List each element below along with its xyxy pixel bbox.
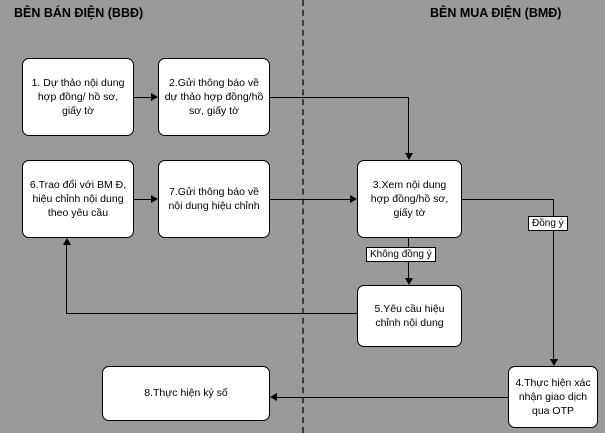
- edge-7-to-3-arrowhead: [350, 195, 357, 203]
- node-1-draft-content[interactable]: 1. Dự thảo nội dung hợp đồng/ hồ sơ, giấ…: [22, 58, 134, 136]
- lane-divider: [302, 0, 304, 433]
- edge-2-to-3-vertical: [408, 97, 409, 153]
- edge-label-disagree: Không đồng ý: [366, 247, 436, 262]
- node-5-request-adjust[interactable]: 5.Yêu cầu hiệu chỉnh nội dung: [357, 285, 462, 347]
- node-6-exchange-adjust[interactable]: 6.Trao đổi với BM Đ, hiệu chỉnh nội dung…: [22, 160, 134, 238]
- node-2-send-notice-draft[interactable]: 2.Gửi thông báo về dự thảo hợp đồng/hồ s…: [158, 58, 270, 136]
- edge-2-to-3-horizontal: [270, 97, 408, 98]
- edge-3-to-4-vertical: [553, 199, 554, 359]
- edge-label-agree: Đồng ý: [528, 216, 568, 231]
- edge-3-to-4-horizontal: [462, 199, 553, 200]
- node-4-confirm-otp[interactable]: 4.Thực hiện xác nhận giao dịch qua OTP: [508, 366, 598, 428]
- edge-5-to-6-horizontal: [66, 313, 357, 314]
- edge-4-to-8: [277, 397, 508, 398]
- edge-2-to-3-arrowhead: [405, 153, 413, 160]
- edge-1-to-2-arrowhead: [151, 93, 158, 101]
- node-8-digital-signature[interactable]: 8.Thực hiện ký số: [102, 366, 270, 421]
- edge-3-to-5-arrowhead: [405, 278, 413, 285]
- node-7-send-notice-adjusted[interactable]: 7.Gửi thông báo về nội dung hiệu chỉnh: [158, 160, 270, 238]
- edge-5-to-6-arrowhead: [63, 238, 71, 245]
- edge-3-to-4-arrowhead: [550, 359, 558, 366]
- lane-title-right: BÊN MUA ĐIỆN (BMĐ): [430, 6, 562, 20]
- edge-6-to-7: [134, 199, 151, 200]
- lane-title-left: BÊN BÁN ĐIỆN (BBĐ): [14, 6, 144, 20]
- edge-4-to-8-arrowhead: [270, 393, 277, 401]
- edge-5-to-6-vertical: [66, 245, 67, 313]
- edge-1-to-2: [134, 97, 151, 98]
- node-3-view-content[interactable]: 3.Xem nội dung hợp đồng/hồ sơ, giấy tờ: [357, 160, 462, 238]
- edge-7-to-3: [270, 199, 350, 200]
- edge-6-to-7-arrowhead: [151, 195, 158, 203]
